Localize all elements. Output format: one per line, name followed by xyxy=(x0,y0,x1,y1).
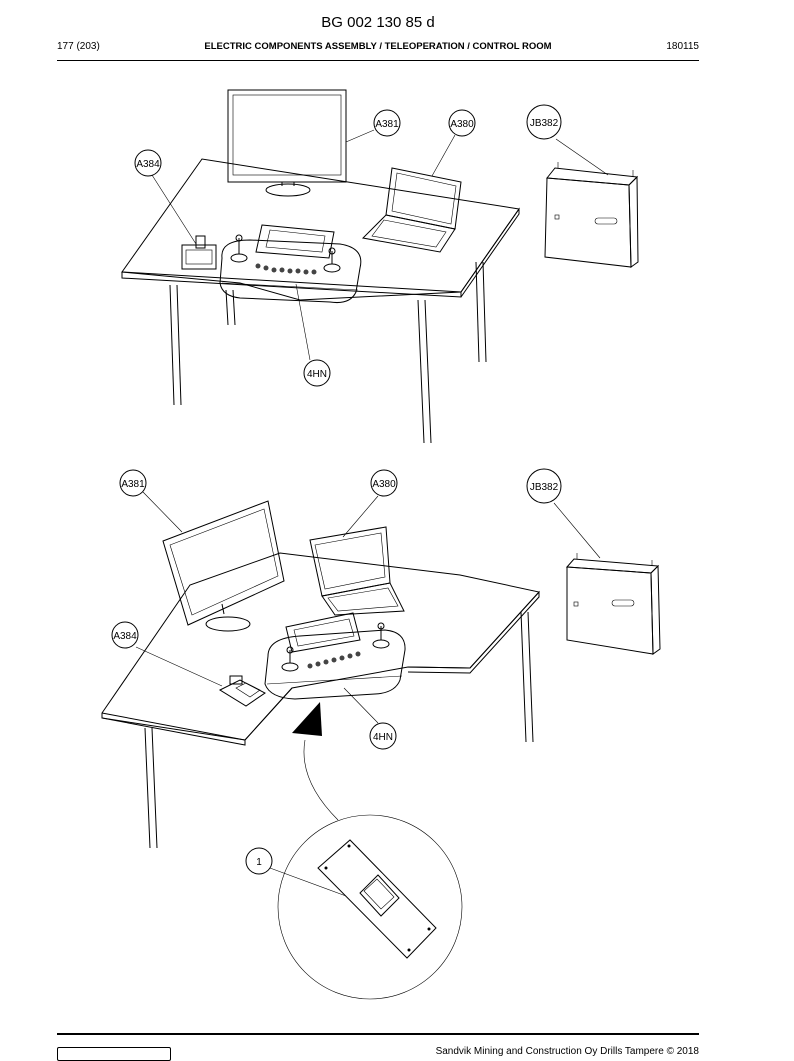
copyright-text: Sandvik Mining and Construction Oy Drill… xyxy=(435,1046,699,1057)
bottom-monitor xyxy=(162,500,285,632)
top-callout-4hn: 4HN xyxy=(307,369,327,380)
bottom-phone xyxy=(218,675,266,707)
bottom-callout-4hn: 4HN xyxy=(373,732,393,743)
bottom-table xyxy=(101,552,540,849)
top-table xyxy=(121,158,520,444)
top-laptop xyxy=(361,167,462,253)
top-monitor xyxy=(227,89,347,197)
top-figure: A381 A380 JB382 A384 4HN xyxy=(121,89,639,444)
bottom-callout-a381: A381 xyxy=(121,479,145,490)
top-callout-a384: A384 xyxy=(136,159,160,170)
detail-view: 1 xyxy=(245,702,463,1000)
bottom-callout-a384: A384 xyxy=(113,631,137,642)
footer-rule xyxy=(57,1033,699,1035)
top-junction-box xyxy=(544,162,639,268)
top-phone xyxy=(181,235,217,270)
bottom-figure: 1 A381 A380 JB382 A384 4HN xyxy=(101,468,661,1000)
header-rule xyxy=(57,60,699,61)
detail-arrow-icon xyxy=(292,702,322,736)
bottom-junction-box xyxy=(565,553,661,655)
top-callout-a381: A381 xyxy=(375,119,399,130)
bottom-callout-a380: A380 xyxy=(372,479,396,490)
date-code: 180115 xyxy=(666,41,699,52)
bottom-console xyxy=(264,612,406,700)
section-title: ELECTRIC COMPONENTS ASSEMBLY / TELEOPERA… xyxy=(204,41,552,52)
top-callout-a380: A380 xyxy=(450,119,474,130)
top-callout-jb382: JB382 xyxy=(530,118,559,129)
document-number: BG 002 130 85 d xyxy=(321,14,435,31)
top-console xyxy=(219,224,362,303)
detail-callout-1: 1 xyxy=(256,857,262,868)
sandvik-logo xyxy=(57,1047,171,1061)
page-count: 177 (203) xyxy=(57,41,100,52)
bottom-laptop xyxy=(309,526,405,616)
top-callouts: A381 A380 JB382 A384 4HN xyxy=(134,104,609,387)
bottom-callout-jb382: JB382 xyxy=(530,482,559,493)
bottom-callouts: A381 A380 JB382 A384 4HN xyxy=(111,468,601,750)
